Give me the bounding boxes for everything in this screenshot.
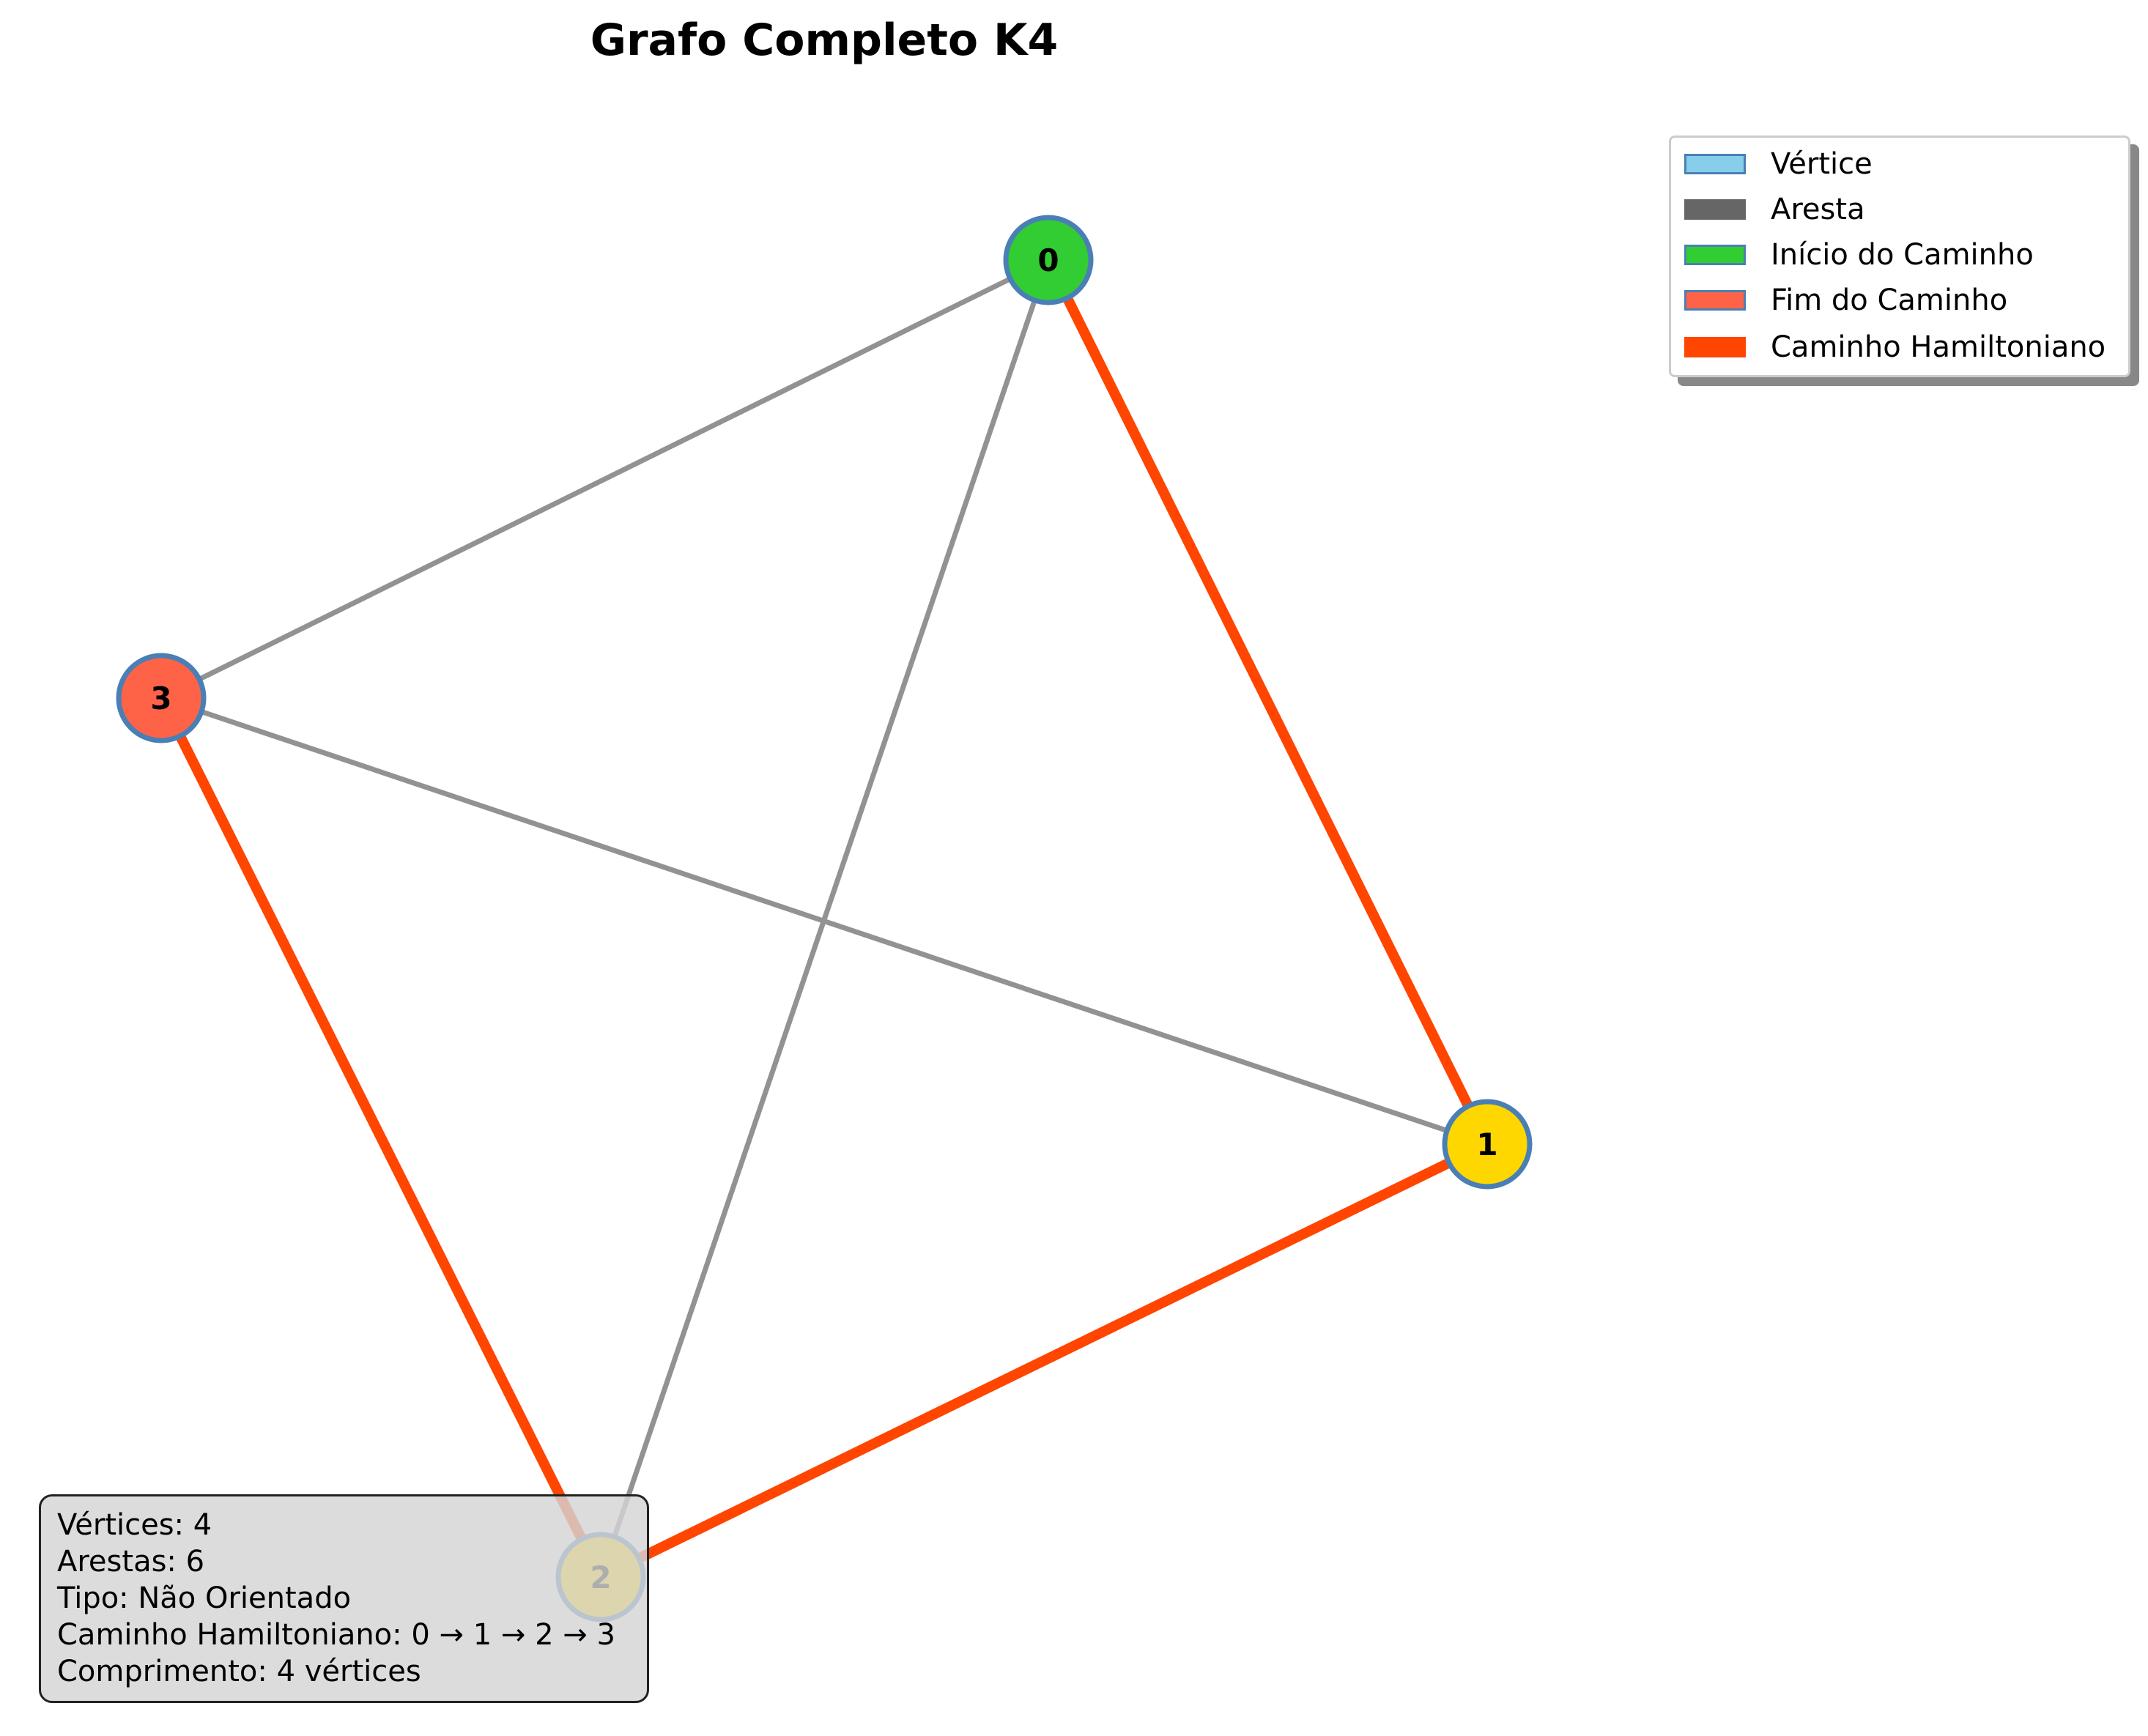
legend-swatch-start (1684, 245, 1746, 265)
info-vertices: Vértices: 4 (57, 1508, 212, 1542)
vertex-circle (1442, 1099, 1533, 1190)
vertex-label: 3 (150, 680, 171, 716)
legend-item-edge: Aresta (1684, 188, 1865, 231)
figure-title: Grafo Completo K4 (590, 15, 1059, 66)
edge-1-3 (160, 695, 1489, 1147)
vertex-circle (1003, 215, 1094, 305)
legend-item-vertex: Vértice (1684, 142, 1873, 186)
info-length: Comprimento: 4 vértices (57, 1655, 421, 1688)
edges-layer (156, 257, 1492, 1582)
legend-swatch-edge (1684, 199, 1746, 220)
legend-label: Caminho Hamiltoniano (1771, 330, 2106, 364)
legend-label: Aresta (1771, 193, 1865, 226)
vertex-0: 0 (1003, 215, 1094, 305)
path-edge-2-3 (156, 695, 606, 1580)
path-edge-1-2 (598, 1139, 1490, 1582)
vertex-label: 1 (1476, 1127, 1497, 1162)
legend-swatch-end (1684, 290, 1746, 311)
path-edge-0-1 (1043, 257, 1492, 1147)
legend-label: Vértice (1771, 147, 1873, 181)
legend: Vértice Aresta Início do Caminho Fim do … (1669, 136, 2130, 377)
edge-0-3 (160, 257, 1050, 701)
legend-item-path: Caminho Hamiltoniano (1684, 325, 2106, 369)
legend-label: Início do Caminho (1771, 238, 2034, 272)
info-type: Tipo: Não Orientado (57, 1581, 352, 1615)
vertex-label: 0 (1037, 242, 1059, 278)
vertex-3: 3 (116, 653, 207, 743)
info-edges: Arestas: 6 (57, 1545, 205, 1579)
legend-item-end: Fim do Caminho (1684, 278, 2007, 322)
legend-swatch-vertex (1684, 154, 1746, 174)
vertex-circle (116, 653, 207, 743)
vertex-1: 1 (1442, 1099, 1533, 1190)
legend-label: Fim do Caminho (1771, 283, 2008, 317)
info-path: Caminho Hamiltoniano: 0 → 1 → 2 → 3 (57, 1618, 615, 1652)
legend-item-start: Início do Caminho (1684, 233, 2034, 277)
info-box: Vértices: 4 Arestas: 6 Tipo: Não Orienta… (39, 1494, 649, 1703)
legend-swatch-path (1684, 337, 1746, 357)
